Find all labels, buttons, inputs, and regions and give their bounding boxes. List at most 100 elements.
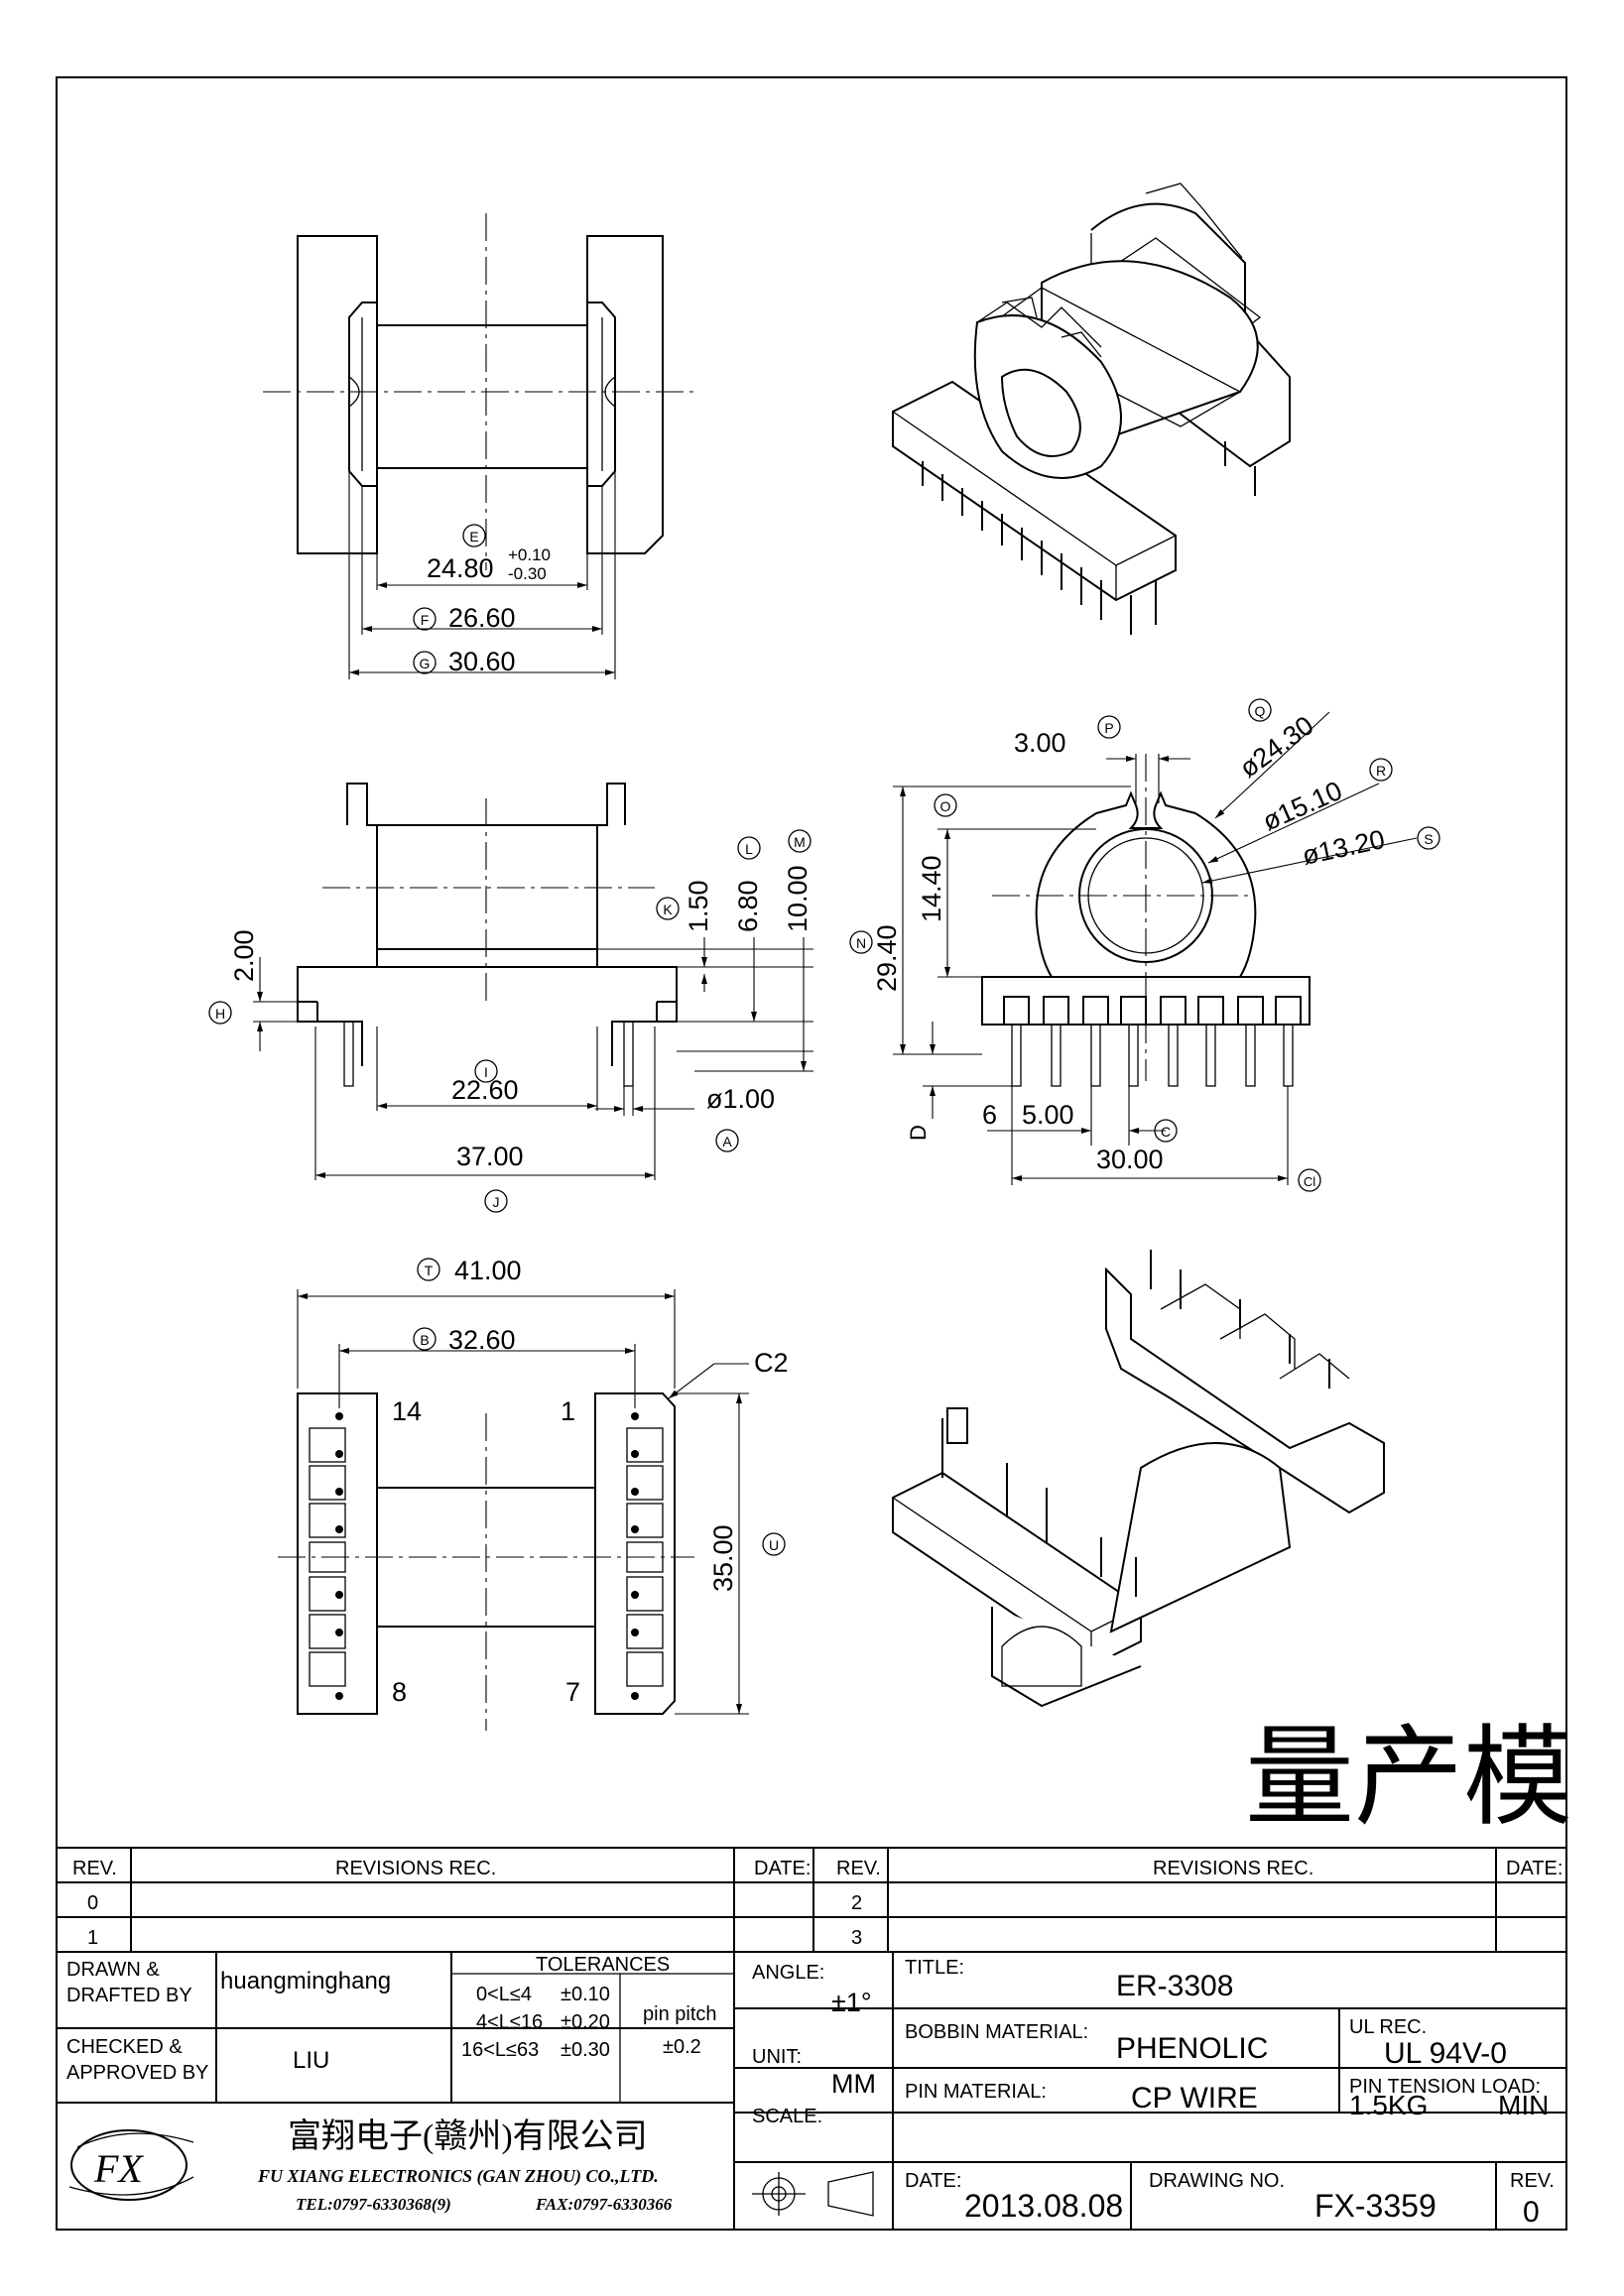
dim-c-value: 5.00 <box>1022 1100 1074 1130</box>
rev-row-2: 2 <box>851 1892 862 1914</box>
tol-value-2: ±0.20 <box>561 2011 610 2033</box>
bottom-right-flange <box>594 1392 676 1715</box>
dim-cl-value: 30.00 <box>1096 1145 1164 1174</box>
dim-mark-q: Q <box>1255 703 1266 719</box>
end-view: 3.00 P Q ø24.30 ø15.10 R ø13.20 S O 14.4… <box>849 698 1440 1192</box>
dim-mark-s: S <box>1424 831 1433 847</box>
pin-material-label: PIN MATERIAL: <box>905 2081 1047 2103</box>
side-view: K 1.50 L 6.80 M 10.00 2.00 H I 22.60 ø1.… <box>208 783 813 1213</box>
pin-pitch-label: pin pitch <box>643 2003 717 2025</box>
date-header-right: DATE: <box>1506 1858 1562 1879</box>
drawn-label: DRAWN & <box>66 1959 160 1981</box>
projection-symbol <box>752 2171 874 2217</box>
dim-k-value: 1.50 <box>684 880 713 932</box>
dim-pin-diameter: ø1.00 <box>706 1084 775 1114</box>
dim-mark-g: G <box>420 656 431 671</box>
revisions-header: REVISIONS REC. <box>335 1858 496 1879</box>
title-block: REV. REVISIONS REC. DATE: REV. REVISIONS… <box>57 1847 1566 2230</box>
dim-e-tol-minus: -0.30 <box>508 564 547 583</box>
rev-header-right: REV. <box>836 1858 881 1879</box>
dim-mark-m: M <box>794 834 806 850</box>
rev-row-0: 0 <box>87 1892 98 1914</box>
dim-mark-e: E <box>469 529 478 544</box>
rev-row-3: 3 <box>851 1927 862 1949</box>
ul-rec-value: UL 94V-0 <box>1384 2037 1507 2070</box>
company-name-cn: 富翔电子(赣州)有限公司 <box>288 2117 648 2155</box>
rev-row-1: 1 <box>87 1927 98 1949</box>
dim-mark-cl: Cl <box>1304 1174 1315 1189</box>
bobbin-material-label: BOBBIN MATERIAL: <box>905 2021 1088 2043</box>
tol-range-3: 16<L≤63 <box>461 2039 539 2061</box>
approved-label: APPROVED BY <box>66 2062 208 2084</box>
dim-mark-t: T <box>425 1263 434 1278</box>
sheet-border <box>56 76 1567 2231</box>
checked-by-value: LIU <box>293 2047 329 2074</box>
tol-value-1: ±0.10 <box>561 1984 610 2005</box>
company-name-en: FU XIANG ELECTRONICS (GAN ZHOU) CO.,LTD. <box>257 2166 659 2187</box>
unit-value: MM <box>831 2069 876 2099</box>
tol-value-3: ±0.30 <box>561 2039 610 2061</box>
pin-tension-value: 1.5KG <box>1349 2090 1428 2120</box>
pin-pitch-tol: ±0.2 <box>663 2036 701 2058</box>
dim-p-value: 3.00 <box>1014 728 1066 758</box>
dim-q-value: ø24.30 <box>1234 710 1319 784</box>
company-tel: TEL:0797-6330368(9) <box>296 2195 451 2214</box>
bobbin-material-value: PHENOLIC <box>1116 2032 1268 2065</box>
dim-mark-k: K <box>663 902 673 917</box>
production-stamp: 量产模 <box>1245 1718 1572 1839</box>
pin-material-value: CP WIRE <box>1131 2082 1258 2115</box>
drawn-by-value: huangminghang <box>220 1968 391 1994</box>
dim-c-prefix: 6 <box>982 1100 997 1130</box>
pin-label-14: 14 <box>392 1396 422 1426</box>
pin-label-7: 7 <box>565 1677 580 1707</box>
dim-e-value: 24.80 <box>427 553 494 583</box>
ul-rec-label: UL REC. <box>1349 2016 1427 2038</box>
dim-mark-i: I <box>484 1064 488 1080</box>
bottom-left-flange <box>297 1392 378 1715</box>
isometric-view-top <box>892 182 1291 635</box>
scale-label: SCALE: <box>752 2106 822 2127</box>
dim-t-value: 41.00 <box>454 1256 522 1285</box>
dim-e-tol-plus: +0.10 <box>508 545 551 564</box>
dim-r-value: ø15.10 <box>1258 776 1346 837</box>
pin-tension-unit: MIN <box>1498 2090 1549 2120</box>
dim-s-value: ø13.20 <box>1300 824 1387 871</box>
dim-h-value: 2.00 <box>229 929 259 982</box>
date-value: 2013.08.08 <box>964 2188 1123 2224</box>
title-value: ER-3308 <box>1116 1970 1233 2002</box>
unit-label: UNIT: <box>752 2046 802 2068</box>
dim-u-value: 35.00 <box>708 1524 738 1592</box>
dim-mark-d: D <box>906 1125 931 1141</box>
dim-n-value: 29.40 <box>872 924 902 992</box>
title-label: TITLE: <box>905 1957 964 1979</box>
revisions-header-right: REVISIONS REC. <box>1153 1858 1313 1879</box>
dim-mark-h: H <box>215 1006 225 1022</box>
date-header: DATE: <box>754 1858 811 1879</box>
rev-header: REV. <box>72 1858 117 1879</box>
dim-g-value: 30.60 <box>448 647 516 676</box>
date-label: DATE: <box>905 2170 961 2192</box>
dim-mark-b: B <box>420 1332 429 1348</box>
dim-j-value: 37.00 <box>456 1142 524 1171</box>
dim-mark-c: C <box>1161 1124 1171 1140</box>
rev-label: REV. <box>1510 2170 1555 2192</box>
pin-label-8: 8 <box>392 1677 407 1707</box>
right-flange <box>586 235 664 554</box>
drawing-no-value: FX-3359 <box>1314 2188 1437 2224</box>
dim-f-value: 26.60 <box>448 603 516 633</box>
front-view-top: E 24.80 +0.10 -0.30 F 26.60 G 30.60 <box>263 213 699 679</box>
checked-label: CHECKED & <box>66 2036 183 2058</box>
logo-text: FX <box>93 2146 144 2191</box>
rev-value: 0 <box>1523 2196 1540 2229</box>
dim-mark-f: F <box>421 612 430 628</box>
left-flange <box>297 235 378 554</box>
dim-mark-o: O <box>940 798 951 814</box>
company-fax: FAX:0797-6330366 <box>535 2195 673 2214</box>
dim-mark-a: A <box>722 1134 732 1149</box>
drafted-label: DRAFTED BY <box>66 1985 192 2006</box>
dim-mark-j: J <box>493 1194 500 1210</box>
dim-i-value: 22.60 <box>451 1075 519 1105</box>
drawing-no-label: DRAWING NO. <box>1149 2170 1285 2192</box>
